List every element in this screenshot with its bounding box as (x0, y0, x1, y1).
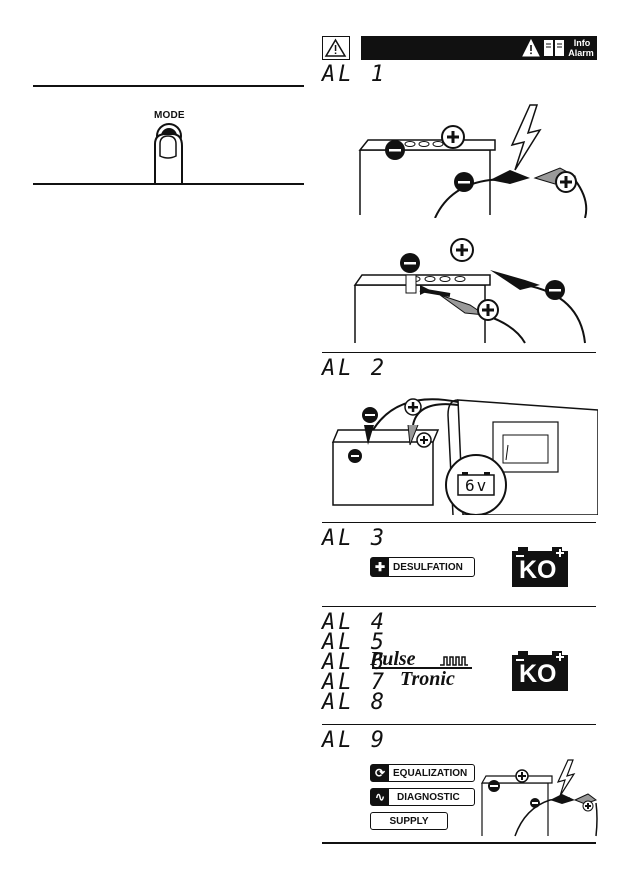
info-alarm-banner: Info Alarm (361, 36, 597, 60)
alarm-label: Alarm (568, 48, 594, 58)
manual-book-icon (544, 40, 564, 56)
alarm-code-al1: AL 1 (322, 62, 387, 87)
diagnostic-label: DIAGNOSTIC (397, 791, 460, 803)
pulse-underline (372, 667, 472, 669)
alarm-code-al9: AL 9 (322, 728, 387, 753)
alarm-code-al7: AL 7 (322, 670, 387, 695)
lightning-icon (510, 104, 542, 171)
desulfation-label: DESULFATION (393, 561, 463, 573)
al9-illustration (480, 759, 598, 837)
pulse-tronic-line1: Pulse (370, 648, 416, 670)
pulse-tronic-line2: Tronic (400, 668, 455, 690)
warning-box (322, 36, 350, 60)
al2-display-value: 6v (465, 476, 489, 495)
refresh-icon: ⟳ (371, 765, 389, 781)
section-rule-1 (322, 352, 596, 353)
ko-text: KO (519, 556, 557, 584)
al1-illustration-top (358, 104, 588, 218)
desulfation-button[interactable]: ✚ DESULFATION (370, 557, 475, 577)
left-bottom-rule (33, 183, 304, 185)
section-rule-4 (322, 724, 596, 725)
ko-text: KO (519, 660, 557, 688)
alarm-code-al8: AL 8 (322, 690, 387, 715)
supply-label: SUPPLY (389, 815, 429, 827)
finger-press-icon[interactable] (148, 122, 190, 184)
section-rule-3 (322, 606, 596, 607)
warning-triangle-icon (324, 38, 347, 57)
equalization-label: EQUALIZATION (393, 767, 468, 779)
alarm-code-al6: AL 6 (322, 650, 387, 675)
pulse-wave-icon (440, 656, 468, 666)
plus-cross-icon: ✚ (371, 558, 389, 576)
battery-ko-icon-al3: KO (512, 547, 570, 587)
equalization-button[interactable]: ⟳ EQUALIZATION (370, 764, 475, 782)
lightning-icon (556, 759, 576, 797)
al2-illustration (331, 398, 598, 515)
diagnostic-button[interactable]: ∿ DIAGNOSTIC (370, 788, 475, 806)
alarm-code-al4: AL 4 (322, 610, 387, 635)
supply-button[interactable]: SUPPLY (370, 812, 448, 830)
mode-label: MODE (154, 110, 185, 121)
al1-illustration-bottom (353, 238, 586, 344)
info-label: Info (573, 38, 591, 48)
alarm-code-al5: AL 5 (322, 630, 387, 655)
battery-ko-icon-pulse: KO (512, 651, 570, 691)
warning-triangle-icon (522, 38, 540, 57)
section-rule-2 (322, 522, 596, 523)
alarm-code-al3: AL 3 (322, 526, 387, 551)
section-rule-5 (322, 842, 596, 844)
pulse-graph-icon: ∿ (371, 789, 389, 805)
left-top-rule (33, 85, 304, 87)
alarm-code-al2: AL 2 (322, 356, 387, 381)
